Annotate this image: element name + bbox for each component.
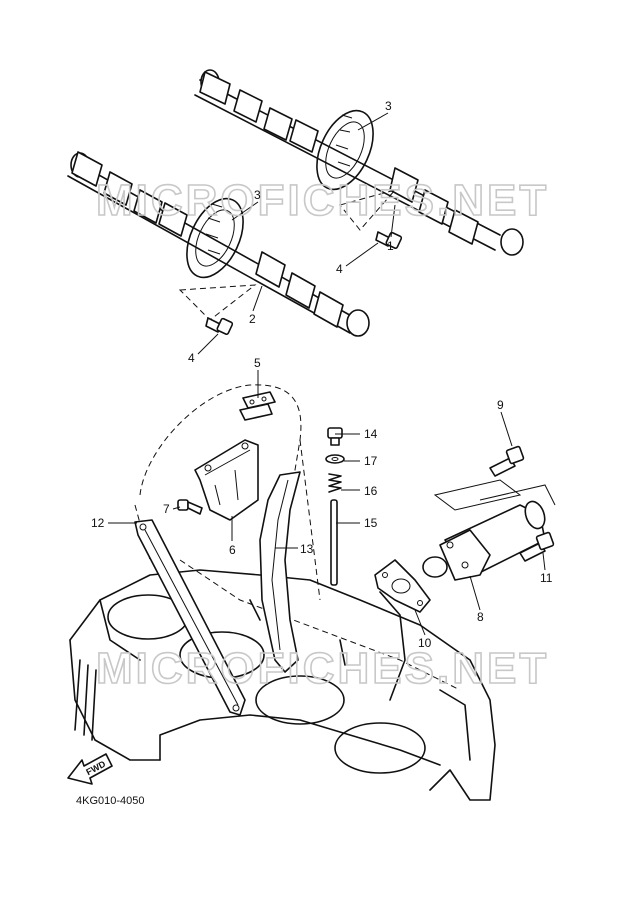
callout-3-upper: 3 [385,99,392,113]
camshaft-1 [194,69,524,256]
bolt-4-lower [178,284,257,336]
callout-11: 11 [540,571,553,585]
callout-2: 2 [249,312,256,326]
callout-1: 1 [387,239,394,253]
timing-chain [134,384,321,601]
callout-5: 5 [254,356,261,370]
bolt-9 [489,445,525,477]
callout-8: 8 [477,610,484,624]
leader-lines [108,112,546,636]
callout-9: 9 [497,398,504,412]
gasket-10 [374,559,431,613]
chain-link-5 [239,391,276,421]
bolt-14 [327,427,343,446]
fwd-arrow-icon: FWD [67,753,113,785]
chain-guide-6 [194,439,259,521]
callout-12: 12 [91,516,105,530]
chain-guide-13 [259,471,301,673]
washer-17 [325,454,345,464]
callout-4-upper: 4 [336,262,343,276]
callout-16: 16 [364,484,378,498]
callout-13: 13 [300,542,314,556]
assembly-bracket-lines [433,479,556,511]
callout-3-lower: 3 [254,188,261,202]
bolt-7 [177,499,203,515]
callout-15: 15 [364,516,378,530]
callout-7: 7 [163,502,170,516]
callout-6: 6 [229,543,236,557]
tensioner-assembly-8 [422,500,546,581]
watermark-text-lower: MICROFICHES.NET [96,644,549,693]
cylinder-head [69,559,496,801]
callout-4-lower: 4 [188,351,195,365]
chain-guide-12 [134,519,246,716]
callout-14: 14 [364,427,378,441]
bolt-11 [519,531,555,562]
watermark-text-upper: MICROFICHES.NET [96,176,549,225]
callout-10: 10 [418,636,432,650]
bolt-4-upper [339,189,403,250]
spring-16 [328,473,342,493]
camshaft-2 [67,151,370,337]
diagram-code: 4KG010-4050 [76,795,145,807]
callout-17: 17 [364,454,378,468]
rod-15 [330,499,338,586]
